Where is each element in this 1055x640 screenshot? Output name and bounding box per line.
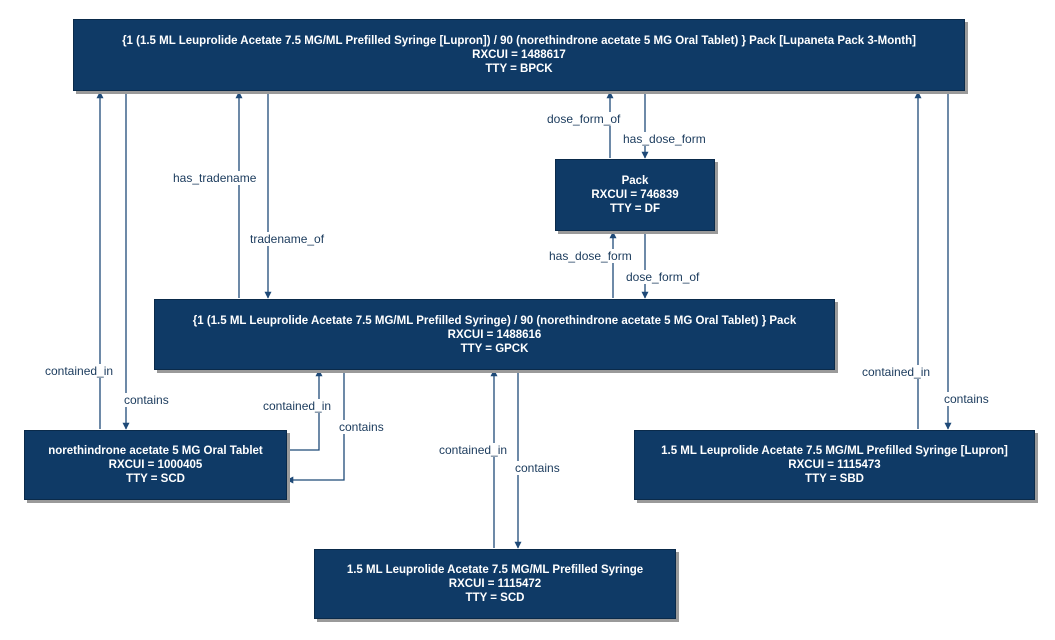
edge-label-contains-syringe: contains — [514, 461, 561, 475]
edge-label-contained-in-right: contained_in — [861, 365, 932, 379]
node-sbd-rxcui: RXCUI = 1115473 — [788, 459, 881, 471]
node-scd-syringe[interactable]: 1.5 ML Leuprolide Acetate 7.5 MG/ML Pref… — [314, 549, 676, 619]
node-df-pack[interactable]: Pack RXCUI = 746839 TTY = DF — [555, 159, 715, 231]
edge-label-contained-in-syringe: contained_in — [438, 443, 509, 457]
edge-label-contained-in-tablet: contained_in — [262, 399, 333, 413]
node-df-rxcui: RXCUI = 746839 — [591, 189, 679, 201]
node-gpck[interactable]: {1 (1.5 ML Leuprolide Acetate 7.5 MG/ML … — [154, 299, 835, 370]
node-gpck-tty: TTY = GPCK — [460, 342, 529, 355]
edge-label-dose-form-of-mid: dose_form_of — [625, 270, 701, 284]
edge-label-dose-form-of-top: dose_form_of — [546, 112, 622, 126]
node-scd-syringe-tty: TTY = SCD — [465, 592, 525, 604]
node-df-name: Pack — [621, 175, 649, 187]
node-scd-tablet[interactable]: norethindrone acetate 5 MG Oral Tablet R… — [24, 430, 287, 500]
edge-label-contains-left: contains — [123, 393, 170, 407]
node-bpck-rxcui: RXCUI = 1488617 — [472, 49, 566, 61]
node-gpck-rxcui: RXCUI = 1488616 — [447, 328, 542, 341]
node-sbd[interactable]: 1.5 ML Leuprolide Acetate 7.5 MG/ML Pref… — [634, 430, 1035, 500]
edge-label-tradename-of: tradename_of — [249, 232, 326, 246]
node-scd-tablet-rxcui: RXCUI = 1000405 — [108, 459, 203, 471]
node-scd-syringe-name: 1.5 ML Leuprolide Acetate 7.5 MG/ML Pref… — [346, 564, 644, 576]
edge-contained-in-tablet — [287, 369, 323, 451]
node-bpck[interactable]: {1 (1.5 ML Leuprolide Acetate 7.5 MG/ML … — [73, 19, 965, 91]
node-sbd-tty: TTY = SBD — [805, 473, 864, 485]
edge-label-contains-tablet: contains — [338, 420, 385, 434]
node-scd-tablet-tty: TTY = SCD — [126, 473, 185, 485]
node-df-tty: TTY = DF — [610, 203, 660, 215]
node-sbd-name: 1.5 ML Leuprolide Acetate 7.5 MG/ML Pref… — [661, 445, 1008, 457]
node-bpck-name: {1 (1.5 ML Leuprolide Acetate 7.5 MG/ML … — [122, 35, 916, 47]
edge-label-has-dose-form-top: has_dose_form — [622, 132, 707, 146]
node-scd-tablet-name: norethindrone acetate 5 MG Oral Tablet — [48, 445, 263, 457]
node-scd-syringe-rxcui: RXCUI = 1115472 — [448, 578, 542, 590]
edge-label-contained-in-left: contained_in — [44, 364, 115, 378]
edge-label-has-dose-form-mid: has_dose_form — [548, 249, 633, 263]
node-gpck-name: {1 (1.5 ML Leuprolide Acetate 7.5 MG/ML … — [192, 314, 797, 327]
node-bpck-tty: TTY = BPCK — [485, 63, 553, 75]
edge-label-contains-right: contains — [943, 392, 990, 406]
edge-label-has-tradename: has_tradename — [172, 171, 258, 185]
edge-contains-tablet — [286, 370, 345, 484]
